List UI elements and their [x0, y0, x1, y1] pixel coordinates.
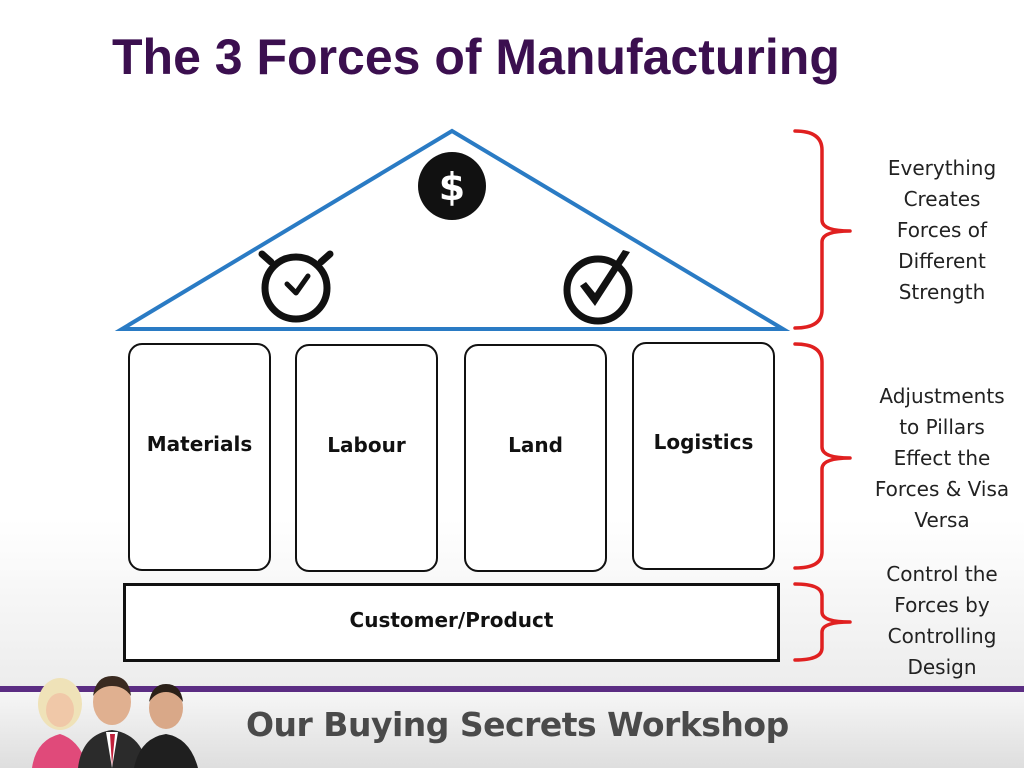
page-title: The 3 Forces of Manufacturing [112, 29, 840, 85]
roof-triangle [114, 128, 791, 331]
note-pillars: Adjustments to Pillars Effect the Forces… [862, 381, 1022, 536]
brace-1 [793, 129, 852, 330]
note-line: Controlling [887, 624, 997, 648]
note-design: Control the Forces by Controlling Design [862, 559, 1022, 683]
note-forces: Everything Creates Forces of Different S… [862, 153, 1022, 308]
note-line: Design [907, 655, 977, 679]
pillar-land: Land [464, 344, 607, 572]
footer-accent-line [0, 686, 1024, 692]
pillar-label: Materials [146, 431, 253, 456]
footer-title: Our Buying Secrets Workshop [246, 705, 789, 744]
note-line: Creates [903, 187, 981, 211]
note-line: Control the [886, 562, 998, 586]
stopwatch-icon [258, 250, 334, 323]
presenters-photo [32, 676, 198, 768]
pillar-labour: Labour [295, 344, 438, 572]
brace-3 [793, 582, 852, 662]
base-customer-product: Customer/Product [123, 583, 780, 662]
pillar-label: Labour [327, 433, 406, 457]
dollar-symbol: $ [439, 165, 465, 209]
presenter-man-right [134, 684, 198, 768]
pillar-label: Land [508, 433, 563, 457]
presenter-man-center [78, 676, 148, 768]
dollar-icon: $ [418, 152, 486, 220]
pillar-label: Logistics [653, 430, 754, 454]
note-line: to Pillars [899, 415, 985, 439]
note-line: Forces & Visa [874, 477, 1010, 501]
note-line: Everything [887, 156, 997, 180]
pillar-materials: Materials [128, 343, 271, 571]
presenter-woman [32, 678, 88, 768]
note-line: Effect the [893, 446, 991, 470]
check-circle-icon [563, 250, 633, 325]
brace-2 [793, 342, 852, 570]
note-line: Adjustments [879, 384, 1005, 408]
note-line: Different [898, 249, 986, 273]
note-line: Versa [914, 508, 970, 532]
note-line: Forces of [896, 218, 988, 242]
note-line: Forces by [894, 593, 990, 617]
base-label: Customer/Product [349, 607, 554, 632]
pillar-logistics: Logistics [632, 342, 775, 570]
note-line: Strength [898, 280, 986, 304]
